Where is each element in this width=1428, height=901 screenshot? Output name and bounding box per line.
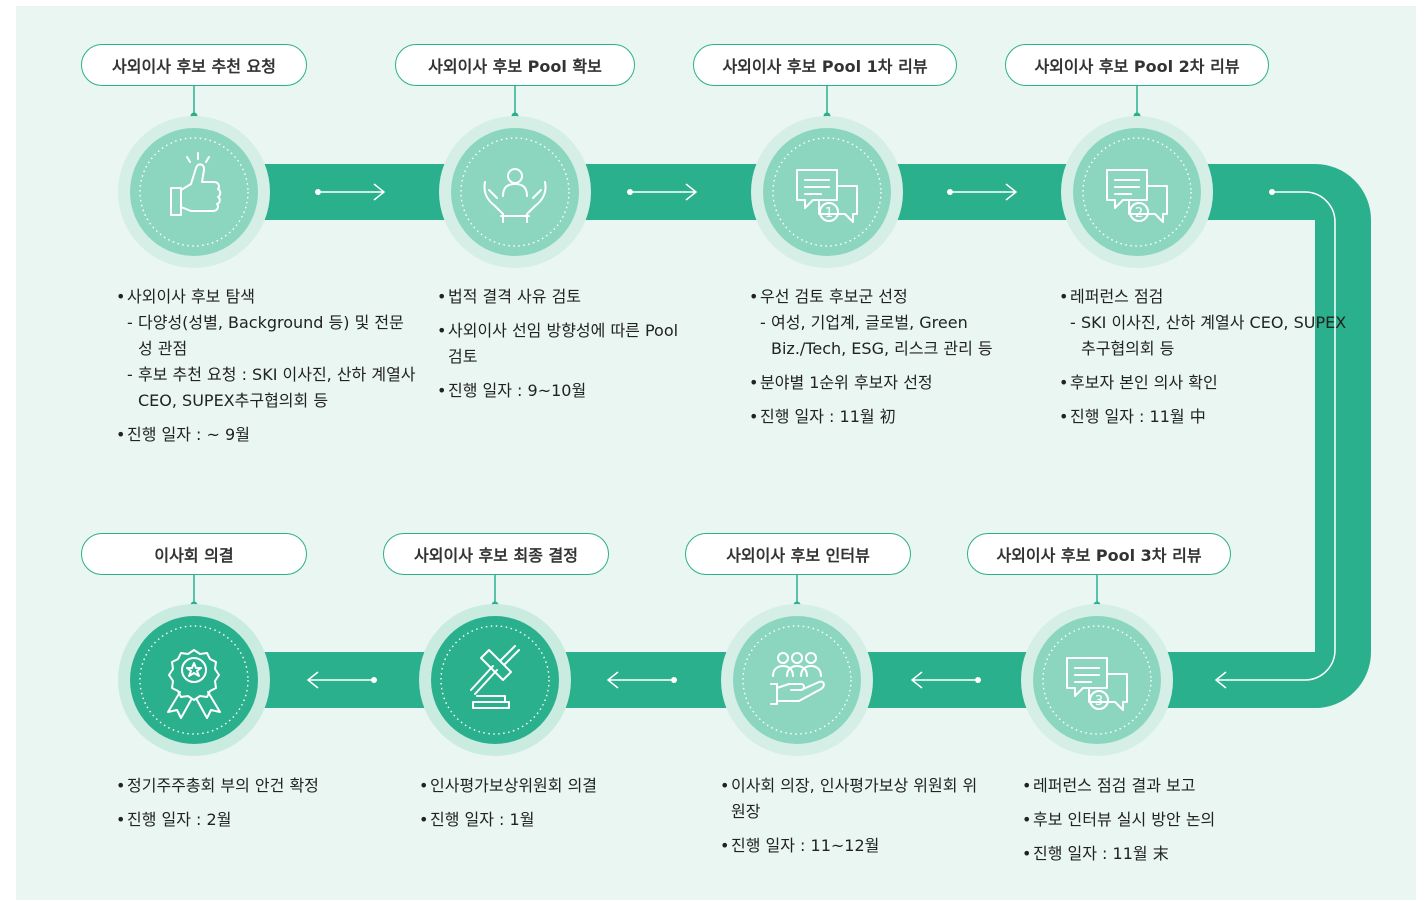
arrow-left-3-head bbox=[306, 671, 319, 689]
step-2-node bbox=[439, 116, 591, 268]
step-1-node bbox=[118, 116, 270, 268]
step-2-details: 법적 결격 사유 검토사외이사 선임 방향성에 따른 Pool 검토진행 일자 … bbox=[437, 284, 697, 412]
step-6-details: 이사회 의장, 인사평가보상 위원회 위원장진행 일자 : 11~12월 bbox=[720, 773, 980, 867]
step-circle bbox=[1073, 128, 1201, 256]
step-title-5: 사외이사 후보 Pool 3차 리뷰 bbox=[967, 533, 1231, 575]
step-3-details: 우선 검토 후보군 선정여성, 기업계, 글로벌, Green Biz./Tec… bbox=[749, 284, 1019, 438]
step-circle bbox=[733, 616, 861, 744]
detail-bullet: 레퍼런스 점검 bbox=[1059, 284, 1359, 310]
detail-sub-item: 여성, 기업계, 글로벌, Green Biz./Tech, ESG, 리스크 … bbox=[749, 310, 1019, 362]
detail-bullet: 이사회 의장, 인사평가보상 위원회 위원장 bbox=[720, 773, 980, 825]
detail-bullet: 진행 일자 : 1월 bbox=[419, 807, 689, 833]
detail-bullet: 진행 일자 : 11월 末 bbox=[1022, 841, 1322, 867]
arrow-left-3-dot bbox=[371, 677, 377, 683]
arrow-left-icon bbox=[1214, 671, 1227, 689]
detail-sub-item: SKI 이사진, 산하 계열사 CEO, SUPEX추구협의회 등 bbox=[1059, 310, 1359, 362]
group-hand-icon bbox=[770, 652, 825, 705]
step-title-2: 사외이사 후보 Pool 확보 bbox=[395, 44, 635, 86]
step-dotted-ring bbox=[742, 625, 852, 735]
step-circle bbox=[763, 128, 891, 256]
detail-bullet: 사외이사 선임 방향성에 따른 Pool 검토 bbox=[437, 318, 697, 370]
detail-bullet: 진행 일자 : 2월 bbox=[116, 807, 416, 833]
detail-bullet: 정기주주총회 부의 안건 확정 bbox=[116, 773, 416, 799]
detail-bullet: 진행 일자 : 9~10월 bbox=[437, 378, 697, 404]
step-5-node: 3 bbox=[1021, 604, 1173, 756]
detail-sub-item: 후보 추천 요청 : SKI 이사진, 산하 계열사 CEO, SUPEX추구협… bbox=[116, 362, 416, 414]
hands-person-icon bbox=[483, 168, 547, 223]
step-circle bbox=[431, 616, 559, 744]
step-circle bbox=[1033, 616, 1161, 744]
step-8-details: 정기주주총회 부의 안건 확정진행 일자 : 2월 bbox=[116, 773, 416, 841]
arrow-right-1-dot bbox=[315, 189, 321, 195]
step-4-node: 2 bbox=[1061, 116, 1213, 268]
step-circle bbox=[130, 128, 258, 256]
arrow-left-1-head bbox=[910, 671, 923, 689]
arrow-left-2-dot bbox=[671, 677, 677, 683]
step-dotted-ring bbox=[1082, 137, 1192, 247]
connector-band bbox=[194, 164, 1371, 708]
step-title-4: 사외이사 후보 Pool 2차 리뷰 bbox=[1005, 44, 1269, 86]
detail-bullet: 후보 인터뷰 실시 방안 논의 bbox=[1022, 807, 1322, 833]
step-title-8: 이사회 의결 bbox=[81, 533, 307, 575]
step-4-details: 레퍼런스 점검SKI 이사진, 산하 계열사 CEO, SUPEX추구협의회 등… bbox=[1059, 284, 1359, 438]
award-badge-icon bbox=[167, 649, 221, 719]
detail-bullet: 우선 검토 후보군 선정 bbox=[749, 284, 1019, 310]
chat-review-2-icon: 2 bbox=[1106, 169, 1168, 223]
detail-bullet: 진행 일자 : ~ 9월 bbox=[116, 422, 416, 448]
step-title-7: 사외이사 후보 최종 결정 bbox=[383, 533, 609, 575]
step-dotted-ring bbox=[139, 137, 249, 247]
step-dotted-ring bbox=[772, 137, 882, 247]
step-5-details: 레퍼런스 점검 결과 보고후보 인터뷰 실시 방안 논의진행 일자 : 11월 … bbox=[1022, 773, 1322, 875]
step-1-details: 사외이사 후보 탐색다양성(성별, Background 등) 및 전문성 관점… bbox=[116, 284, 416, 456]
connector-line bbox=[1218, 191, 1336, 681]
step-7-details: 인사평가보상위원회 의결진행 일자 : 1월 bbox=[419, 773, 689, 841]
gavel-icon bbox=[470, 645, 520, 709]
svg-text:3: 3 bbox=[1095, 694, 1103, 709]
step-circle bbox=[130, 616, 258, 744]
connector-dot bbox=[1269, 189, 1275, 195]
arrow-right-2-head bbox=[685, 183, 698, 201]
step-dotted-ring bbox=[440, 625, 550, 735]
svg-text:1: 1 bbox=[825, 206, 833, 221]
step-6-node bbox=[721, 604, 873, 756]
arrow-right-1-head bbox=[373, 183, 386, 201]
arrow-right-3-dot bbox=[947, 189, 953, 195]
step-7-node bbox=[419, 604, 571, 756]
chat-review-1-icon: 1 bbox=[796, 169, 858, 223]
arrow-right-3-head bbox=[1005, 183, 1018, 201]
step-dotted-ring bbox=[1042, 625, 1152, 735]
arrow-right-2-dot bbox=[627, 189, 633, 195]
step-3-node: 1 bbox=[751, 116, 903, 268]
svg-text:2: 2 bbox=[1135, 206, 1143, 221]
thumbs-up-icon bbox=[170, 152, 222, 216]
detail-bullet: 진행 일자 : 11월 初 bbox=[749, 404, 1019, 430]
detail-bullet: 인사평가보상위원회 의결 bbox=[419, 773, 689, 799]
detail-sub-item: 다양성(성별, Background 등) 및 전문성 관점 bbox=[116, 310, 416, 362]
step-8-node bbox=[118, 604, 270, 756]
arrow-left-2-head bbox=[606, 671, 619, 689]
step-dotted-ring bbox=[139, 625, 249, 735]
detail-bullet: 후보자 본인 의사 확인 bbox=[1059, 370, 1359, 396]
detail-bullet: 분야별 1순위 후보자 선정 bbox=[749, 370, 1019, 396]
detail-bullet: 진행 일자 : 11월 中 bbox=[1059, 404, 1359, 430]
step-title-1: 사외이사 후보 추천 요청 bbox=[81, 44, 307, 86]
step-title-3: 사외이사 후보 Pool 1차 리뷰 bbox=[693, 44, 957, 86]
arrow-left-1-dot bbox=[975, 677, 981, 683]
detail-bullet: 진행 일자 : 11~12월 bbox=[720, 833, 980, 859]
chat-review-3-icon: 3 bbox=[1066, 657, 1128, 711]
detail-bullet: 법적 결격 사유 검토 bbox=[437, 284, 697, 310]
step-dotted-ring bbox=[460, 137, 570, 247]
detail-bullet: 레퍼런스 점검 결과 보고 bbox=[1022, 773, 1322, 799]
step-circle bbox=[451, 128, 579, 256]
step-title-6: 사외이사 후보 인터뷰 bbox=[685, 533, 911, 575]
detail-bullet: 사외이사 후보 탐색 bbox=[116, 284, 416, 310]
